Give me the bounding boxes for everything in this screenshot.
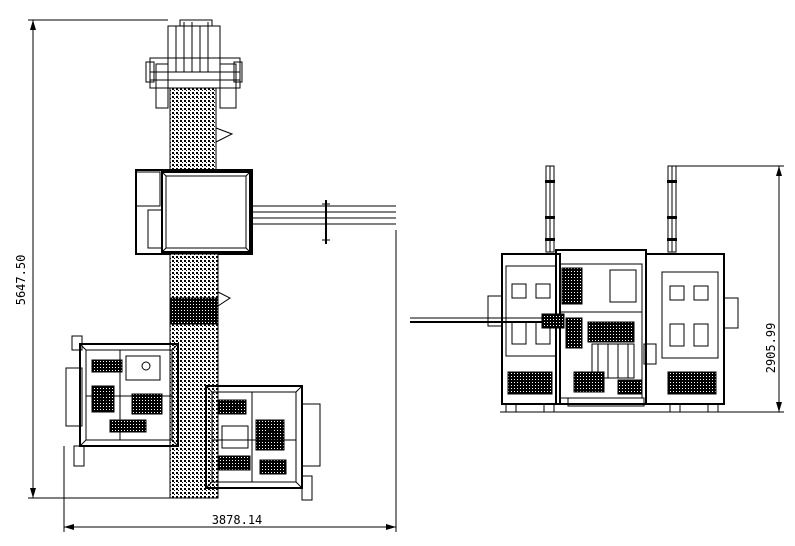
- top-feeder: [145, 19, 243, 109]
- dimension-label-width-total: 3878.14: [212, 513, 263, 527]
- output-rails: [252, 200, 396, 244]
- conveyor-lower: [169, 253, 219, 499]
- cell-right: [205, 385, 321, 501]
- central-station: [135, 169, 253, 255]
- dimension-width-total: 3878.14: [63, 230, 397, 532]
- cell-left: [65, 335, 179, 467]
- infeed-rail: [410, 313, 565, 329]
- dimension-label-height-side: 2905.99: [764, 323, 778, 374]
- mast-right: [667, 165, 677, 253]
- dimension-height-total: 5647.50: [14, 19, 170, 499]
- conveyor-upper: [169, 87, 217, 171]
- dimension-height-side: 2905.99: [676, 165, 784, 413]
- cabinet-center: [555, 249, 657, 407]
- dimension-label-height-total: 5647.50: [14, 255, 28, 306]
- cabinet-right: [645, 253, 739, 413]
- mast-left: [545, 165, 555, 253]
- cabinet-left: [487, 253, 561, 413]
- plan-view: 5647.50 3878.14: [14, 19, 397, 532]
- side-view: 2905.99: [410, 165, 784, 413]
